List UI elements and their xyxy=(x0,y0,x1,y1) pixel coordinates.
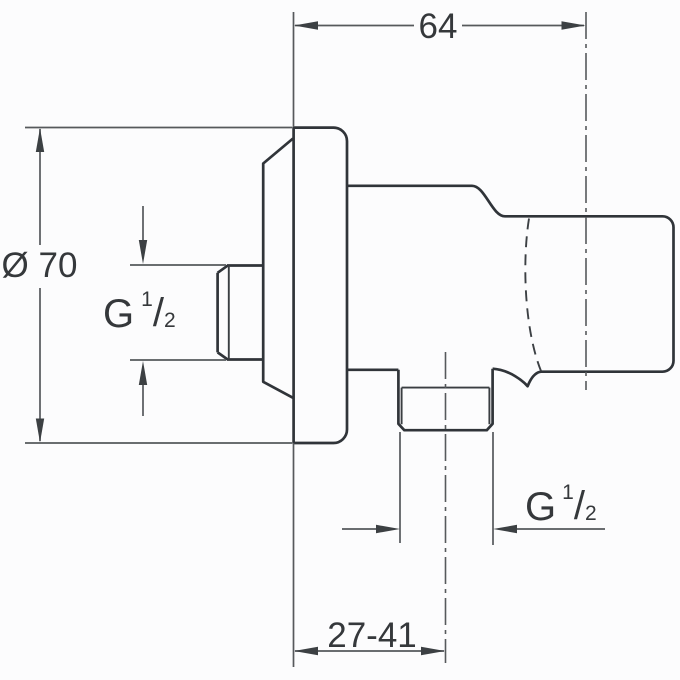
left-spigot-thread xyxy=(216,264,263,361)
outlet-outline-path xyxy=(397,368,494,432)
dim-70-arrow-top xyxy=(35,128,45,152)
plate-diameter-label: Ø 70 xyxy=(2,246,78,285)
body-and-holder xyxy=(347,184,675,388)
dim-70-witness-lines xyxy=(25,126,292,444)
body-holder-silhouette xyxy=(347,184,675,388)
depth-range-label: 27-41 xyxy=(327,616,417,655)
dimension-27-41: 27-41 xyxy=(294,616,445,656)
left-thread-arrow-up xyxy=(138,361,148,385)
dim-64-arrow-left xyxy=(294,21,318,30)
holder-transition-hidden-line xyxy=(524,218,542,372)
left-thread-arrow-down xyxy=(138,240,148,264)
dim-70-arrow-bottom xyxy=(35,418,45,443)
dim-27-41-arrow-left xyxy=(294,646,318,656)
spigot-outline-path xyxy=(216,264,263,361)
bottom-thread-arrow-left xyxy=(493,524,517,534)
escutcheon-cone-path xyxy=(261,137,294,399)
dim-27-41-arrow-right xyxy=(421,646,445,656)
left-thread-witness-lines xyxy=(130,264,226,361)
dimension-70: Ø 70 xyxy=(2,126,292,444)
escutcheon-plate-path xyxy=(292,126,349,445)
bottom-thread-arrow-right xyxy=(376,524,400,534)
dimension-64: 64 xyxy=(294,7,586,46)
object-outline xyxy=(216,126,675,445)
bottom-thread-extension-lines xyxy=(399,432,494,545)
dim-64-label: 64 xyxy=(419,7,458,46)
escutcheon xyxy=(261,126,349,445)
dim-64-arrow-right xyxy=(561,21,586,30)
